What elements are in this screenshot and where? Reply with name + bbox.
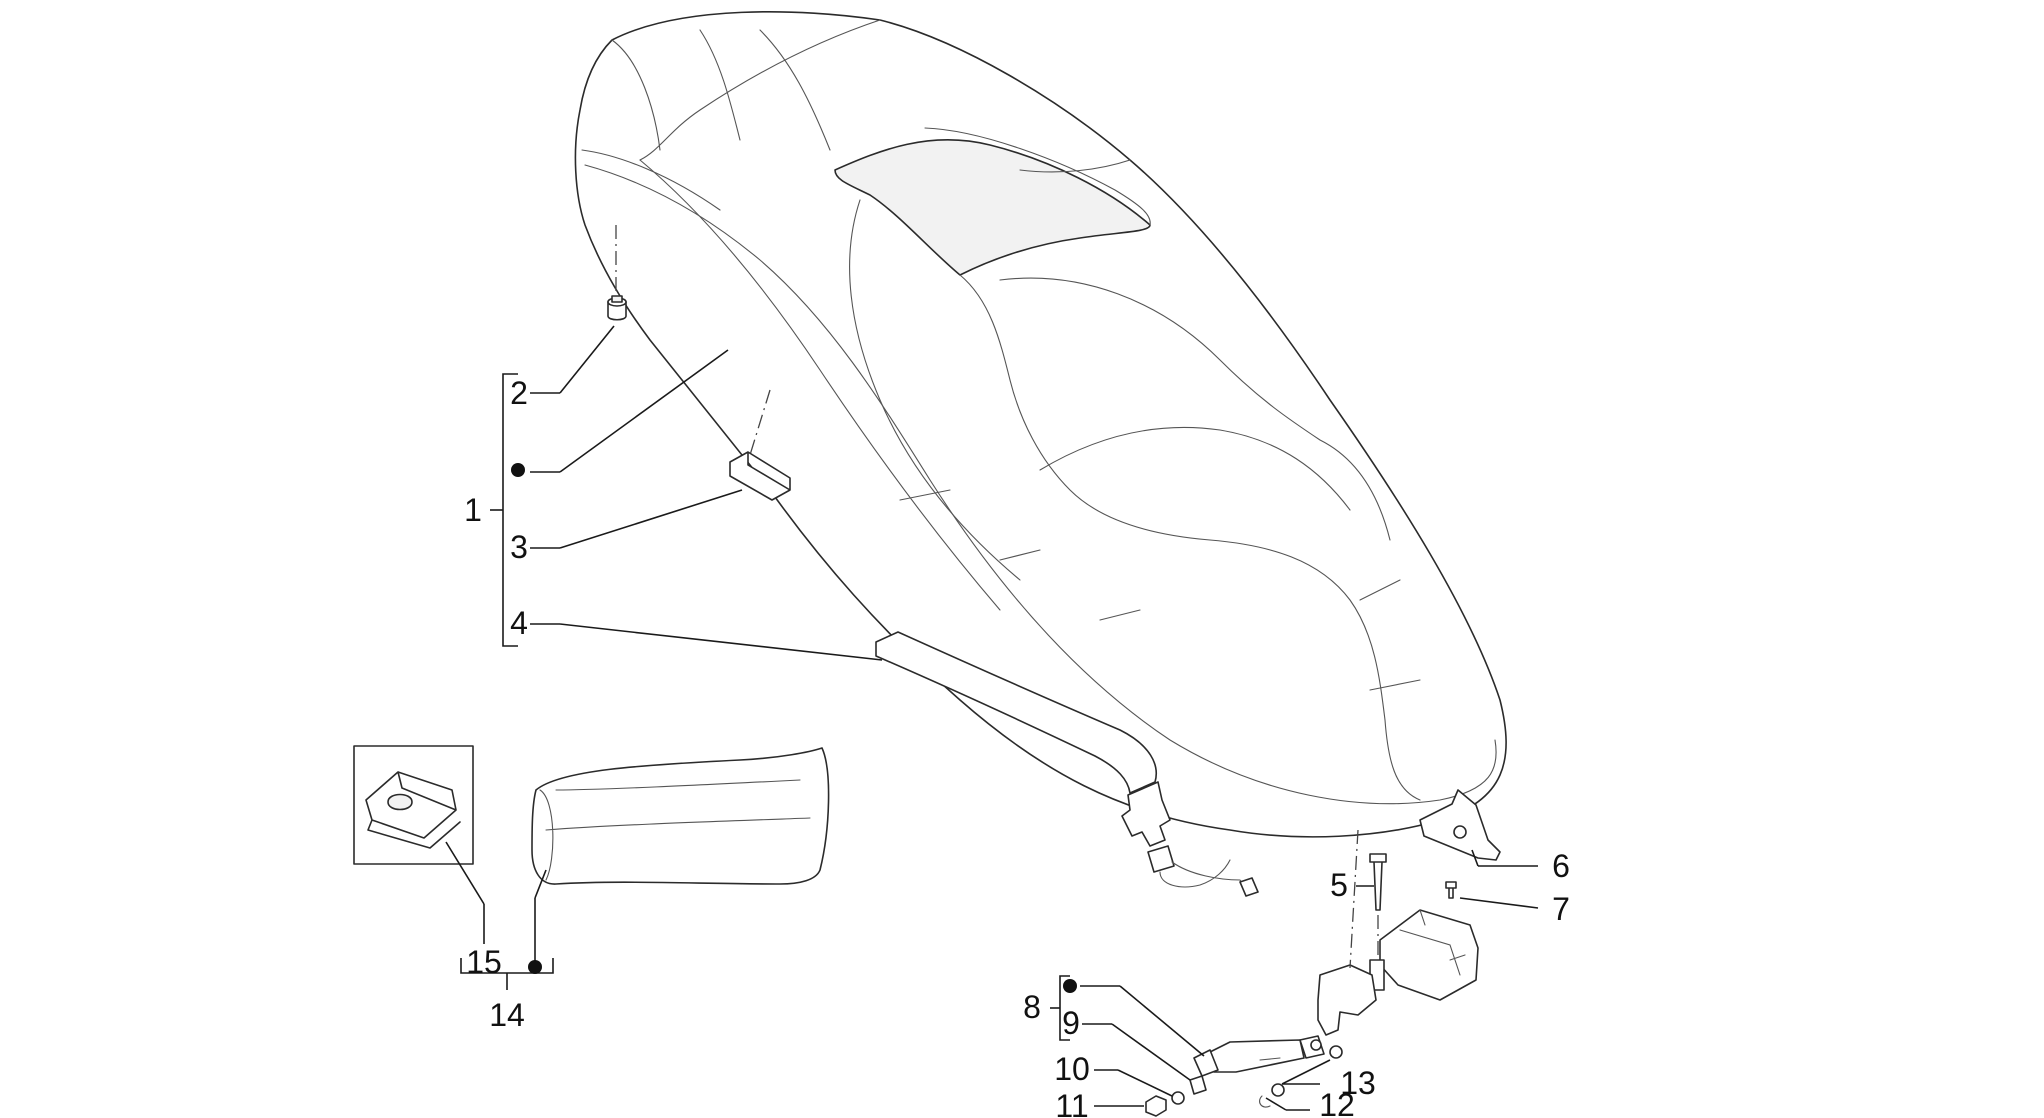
callout-3: 3 <box>510 529 528 565</box>
seat-rim-upper <box>584 164 1497 805</box>
leader-10-b <box>1117 1069 1173 1097</box>
leader-3-b <box>559 489 743 549</box>
leader-dot-14-b <box>534 869 547 899</box>
leader-13-b <box>1281 1059 1331 1085</box>
leader-lines <box>445 325 1539 1111</box>
leader-dot-8-b <box>1119 985 1205 1057</box>
fuse-clip <box>365 771 461 849</box>
leader-6-b <box>1471 849 1479 867</box>
seat-clip-part <box>729 389 791 501</box>
clip-inset <box>353 745 474 865</box>
seat-assembly <box>574 10 1507 838</box>
sensor-wire <box>1159 859 1249 891</box>
callout-9: 9 <box>1062 1005 1080 1041</box>
callout-2: 2 <box>510 375 528 411</box>
bolt-5 <box>1369 853 1387 911</box>
leader-7 <box>1459 897 1539 909</box>
tool-pouch <box>531 747 830 885</box>
seat-cushion-outline <box>959 274 1421 801</box>
seat-strap <box>875 631 1157 794</box>
seat-side-lines <box>639 159 1421 691</box>
callout-4: 4 <box>510 605 528 641</box>
washer-13 <box>1329 1045 1343 1059</box>
latch-body <box>1379 909 1479 1001</box>
seat-cushion-inner <box>999 277 1391 541</box>
gas-spring-assembly <box>1145 1035 1343 1117</box>
dot-group-1 <box>511 463 525 477</box>
latch-dash-line <box>1349 829 1359 969</box>
leader-4-b <box>559 623 883 661</box>
leader-15-b <box>445 841 485 905</box>
gas-spring-end-left <box>1193 1049 1219 1077</box>
callout-12: 12 <box>1319 1087 1355 1118</box>
callout-14: 14 <box>489 997 525 1033</box>
washer-12 <box>1271 1083 1285 1097</box>
seat-strap-part <box>875 631 1259 897</box>
callout-8: 8 <box>1023 989 1041 1025</box>
seat-front-panel <box>611 19 881 161</box>
fuse-clip-body <box>387 793 413 811</box>
callout-15: 15 <box>466 944 502 980</box>
callout-labels: 1 2 3 4 5 6 7 8 9 10 11 12 13 14 15 <box>464 375 1570 1118</box>
gas-spring-mark <box>1259 1057 1281 1061</box>
dot-group-14 <box>528 960 542 974</box>
callout-5: 5 <box>1330 867 1348 903</box>
screw-7 <box>1445 881 1457 899</box>
pouch-seam <box>539 779 811 881</box>
callout-11: 11 <box>1055 1088 1088 1118</box>
latch-details <box>1399 909 1466 976</box>
nut-11 <box>1145 1095 1167 1117</box>
sensor-plug <box>1147 845 1175 873</box>
dot-group-8 <box>1063 979 1077 993</box>
bracket-hole <box>1453 825 1467 839</box>
callout-6: 6 <box>1552 848 1570 884</box>
spring-eye <box>1310 1039 1322 1051</box>
backrest <box>834 138 1151 276</box>
callout-1: 1 <box>464 492 482 528</box>
leader-2-b <box>559 325 615 394</box>
seat-clip <box>729 451 791 501</box>
gas-spring-body <box>1209 1039 1305 1073</box>
backrest-top <box>924 127 1151 226</box>
latch-bracket-part <box>1369 789 1501 960</box>
tool-pouch-part <box>531 747 830 885</box>
callout-10: 10 <box>1054 1051 1090 1087</box>
leader-9-b <box>1111 1023 1191 1081</box>
washer-10 <box>1171 1091 1185 1105</box>
latch-bracket <box>1419 789 1501 861</box>
assembly-dots <box>511 463 1077 993</box>
callout-13: 13 <box>1340 1065 1376 1101</box>
leader-12-b <box>1265 1097 1287 1111</box>
strap-connector <box>1121 781 1171 847</box>
pin-9 <box>1189 1075 1207 1095</box>
leader-dot-b <box>559 349 729 473</box>
seat-top-lines <box>699 29 1131 173</box>
seat-rim-lower <box>581 149 721 211</box>
latch-hook <box>1317 964 1377 1036</box>
rubber-buffer-part <box>607 225 627 321</box>
rubber-buffer-stud <box>611 295 623 303</box>
seat-outline <box>574 10 1507 838</box>
wire-terminal <box>1239 877 1259 897</box>
seat-latch-assembly <box>1317 829 1479 1036</box>
circlip-12 <box>1259 1095 1271 1108</box>
callout-7: 7 <box>1552 891 1570 927</box>
clip-dash-line <box>749 389 771 456</box>
